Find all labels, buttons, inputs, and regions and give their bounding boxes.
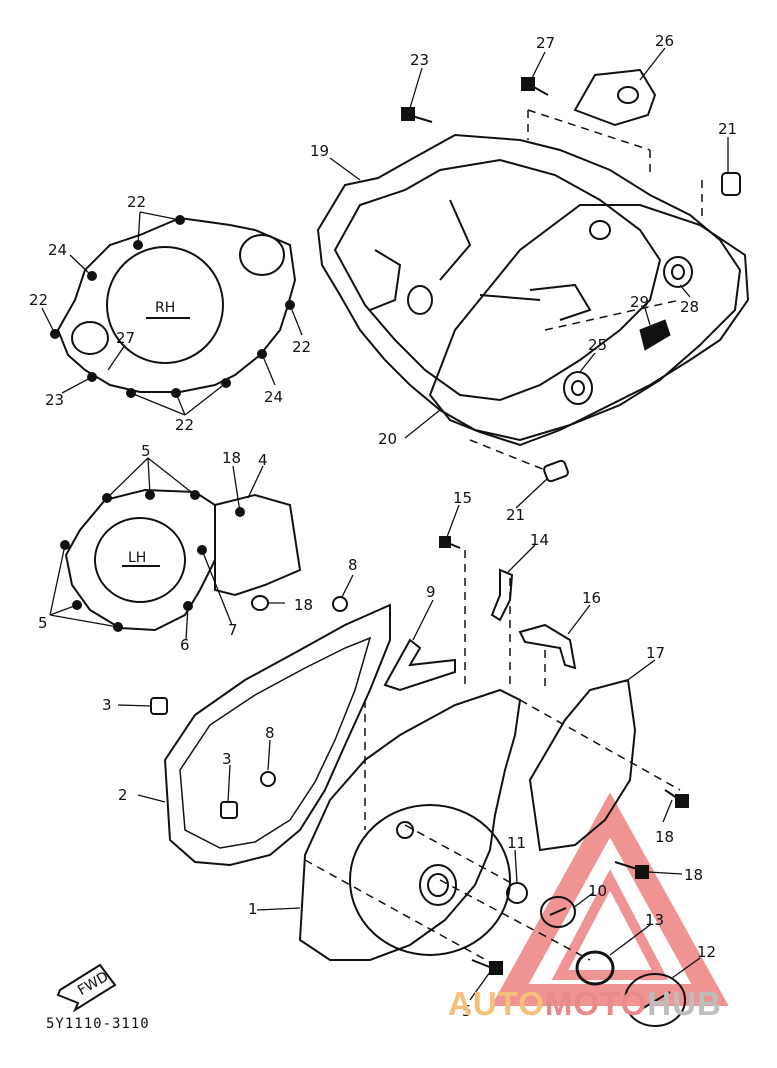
callout-8-lower: 8	[265, 724, 275, 742]
callout-18-lh-top: 18	[222, 449, 241, 467]
callout-6: 6	[180, 636, 190, 654]
callout-27-top: 27	[536, 34, 555, 52]
callout-5-left: 5	[38, 614, 48, 632]
callout-7: 7	[228, 621, 238, 639]
rh-cover-drawing	[56, 216, 297, 393]
callout-24-right: 24	[264, 388, 283, 406]
lh-cover-label: LH	[128, 550, 146, 566]
gasket-20-drawing	[428, 204, 750, 447]
callout-22-top: 22	[127, 193, 146, 211]
lh-cover-drawing	[64, 488, 302, 632]
watermark-part-hub: HUB	[647, 985, 722, 1022]
watermark-part-auto: AUTO	[448, 985, 545, 1022]
bolt-5-bottom	[471, 959, 503, 975]
gasket-2-inner	[179, 636, 372, 849]
callout-8-upper: 8	[348, 556, 358, 574]
switch-14	[490, 568, 514, 622]
bracket-29	[639, 319, 671, 351]
callout-4: 4	[258, 451, 268, 469]
rh-cover-label: RH	[155, 300, 175, 316]
dowel-pin-21-top	[721, 172, 741, 196]
o-ring-8-upper	[332, 596, 348, 612]
callout-14: 14	[530, 531, 549, 549]
watermark-triangle-icon	[491, 792, 729, 1006]
dowel-pin-3-lower	[220, 801, 238, 819]
dowel-pin-21-bottom	[543, 459, 569, 483]
callout-5-top: 5	[141, 442, 151, 460]
callout-leaders	[41, 47, 729, 1001]
watermark-text: AUTOMOTOHUB	[448, 985, 722, 1023]
callout-21-bottom: 21	[506, 506, 525, 524]
callout-11: 11	[507, 834, 526, 852]
bolt-18-right-upper	[664, 789, 689, 808]
callout-23-top: 23	[410, 51, 429, 69]
forward-arrow-text: FWD	[75, 969, 111, 999]
plug-cap-10	[540, 896, 576, 928]
callout-16: 16	[582, 589, 601, 607]
o-ring-11	[506, 882, 528, 904]
bolt-27-top	[521, 77, 549, 96]
callout-17: 17	[646, 644, 665, 662]
callout-18-right-upper: 18	[655, 828, 674, 846]
crankcase-cover-1-drawing	[298, 688, 522, 961]
callout-23-left: 23	[45, 391, 64, 409]
callout-10: 10	[588, 882, 607, 900]
bolt-15	[439, 536, 461, 549]
callout-29: 29	[630, 293, 649, 311]
callout-18-lh: 18	[294, 596, 313, 614]
callout-22-right: 22	[292, 338, 311, 356]
callout-15: 15	[453, 489, 472, 507]
callout-9: 9	[426, 583, 436, 601]
callout-24-left: 24	[48, 241, 67, 259]
dashed-leader-lines	[304, 109, 703, 966]
callout-12: 12	[697, 943, 716, 961]
plate-16	[518, 623, 577, 670]
callout-18-right-lower: 18	[684, 866, 703, 884]
callout-3-left: 3	[102, 696, 112, 714]
plug-cap-12	[624, 973, 686, 1027]
o-ring-13	[575, 950, 615, 986]
crankcase-drawing	[316, 133, 742, 442]
bracket-9	[383, 638, 456, 692]
callout-27-left: 27	[116, 329, 135, 347]
o-ring-8-lower	[260, 771, 276, 787]
pipe-fitting-26	[573, 68, 657, 127]
callout-1: 1	[248, 900, 258, 918]
oil-seal-28	[663, 256, 693, 288]
sprocket-cover-17	[528, 678, 637, 852]
forward-arrow-icon: FWD	[56, 963, 117, 1013]
callout-2: 2	[118, 786, 128, 804]
callout-25: 25	[588, 336, 607, 354]
bolt-23-top	[401, 107, 433, 123]
watermark-part-moto: MOTO	[544, 985, 648, 1022]
callout-28: 28	[680, 298, 699, 316]
part-code: 5Y1110-3110	[46, 1016, 150, 1032]
callout-20: 20	[378, 430, 397, 448]
callout-5-bottom: 5	[462, 1002, 472, 1020]
callout-26: 26	[655, 32, 674, 50]
callout-13: 13	[645, 911, 664, 929]
callout-19: 19	[310, 142, 329, 160]
callout-21-top: 21	[718, 120, 737, 138]
gasket-2-drawing	[163, 603, 391, 867]
callout-22-bottom: 22	[175, 416, 194, 434]
dowel-pin-3-left	[150, 697, 168, 715]
callout-3-lower: 3	[222, 750, 232, 768]
callout-numbers: 1 2 3 3 4 5 5 5 6 7 8 8 9 10 11 12 13 14…	[29, 32, 737, 1020]
lh-cover-bolts	[60, 490, 245, 632]
callout-22-left: 22	[29, 291, 48, 309]
